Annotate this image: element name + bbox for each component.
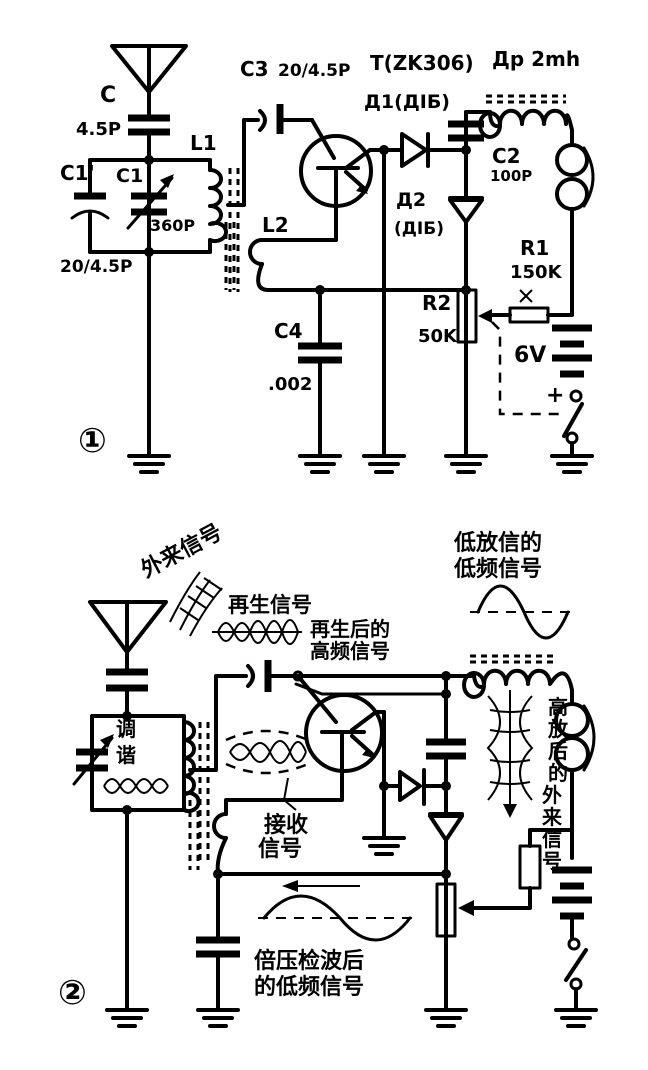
c4-label: C4	[274, 319, 303, 343]
c1-trimmer-label: C1'	[60, 161, 95, 185]
c2-label: C2	[492, 144, 521, 168]
figure-2: 外来信号 调 谐	[58, 519, 598, 1028]
external-signal-label: 外来信号	[137, 519, 227, 583]
choke-label: Др 2mh	[492, 47, 580, 71]
c1-trimmer-value: 20/4.5P	[60, 257, 132, 277]
hf-amp-char-3: 的	[548, 761, 568, 785]
c3-value: 20/4.5P	[278, 61, 350, 81]
capacitor-c4-2	[196, 869, 448, 1012]
hf-amp-char-5: 来	[541, 805, 563, 829]
external-wave-graphic: 外来信号	[137, 519, 227, 637]
hf-amp-char-4: 外	[542, 783, 562, 807]
r2-value: 50K	[418, 326, 458, 347]
c-value: 4.5P	[76, 119, 121, 140]
diode-d1-2	[379, 710, 448, 840]
grounds-2	[105, 1008, 598, 1028]
lf-output-wave	[470, 584, 578, 640]
diode-d2-2	[426, 671, 466, 1012]
tuning-label-2: 谐	[116, 743, 136, 767]
r1-label: R1	[520, 236, 549, 260]
d2-label: Д2	[396, 189, 426, 211]
antenna-2	[88, 600, 168, 718]
lf-amp-label-1: 低放信的	[453, 530, 542, 556]
figure-2-number: ②	[58, 973, 87, 1013]
potentiometer-2	[435, 828, 574, 938]
c4-value: .002	[268, 374, 312, 395]
doubler-wave-graphic	[258, 894, 416, 942]
capacitor-c3-2	[246, 660, 304, 692]
tank-circuit-2	[72, 711, 210, 1012]
hf-amp-vertical-label: 高 放 后 的 外 来 信 号	[541, 695, 569, 873]
capacitor-c3	[258, 104, 314, 134]
doubler-label-2: 的低频信号	[254, 974, 364, 1000]
grounds-1	[127, 454, 594, 474]
r1-value: 150K	[510, 262, 563, 283]
l2-label: L2	[262, 213, 289, 237]
l1-label: L1	[190, 131, 217, 155]
c1-value: 360P	[150, 216, 195, 235]
received-label-1: 接收	[264, 812, 308, 838]
regen-wave-graphic	[212, 619, 302, 645]
hf-amp-char-1: 放	[547, 717, 569, 741]
hf-amp-char-6: 信	[542, 827, 562, 851]
regen-hf-label-2: 高频信号	[310, 639, 390, 663]
battery-1	[552, 324, 592, 458]
battery-2	[552, 866, 592, 1012]
ground-collector-2	[362, 836, 406, 856]
c1-label: C1	[116, 165, 143, 187]
capacitor-c4	[298, 285, 468, 458]
c-label: C	[100, 83, 116, 108]
resistor-r1	[484, 289, 574, 324]
headphones-1	[555, 143, 595, 316]
diode-d1	[379, 132, 468, 458]
regenerated-signal-label: 再生信号	[228, 593, 312, 617]
hf-envelope-graphic	[486, 690, 534, 818]
hf-amp-char-0: 高	[548, 695, 568, 719]
antenna-1	[110, 44, 188, 120]
hf-amp-char-2: 后	[548, 739, 568, 763]
rf-choke-2	[462, 654, 574, 706]
dashed-link-1	[491, 321, 564, 416]
tuning-label-1: 调	[116, 717, 136, 741]
figure-1: C 4.5P C1' 20/4.5P C1 360P	[60, 44, 595, 474]
tank-circuit-1	[70, 155, 240, 292]
figure-1-number: ①	[78, 421, 107, 461]
rail-arrow	[282, 880, 360, 892]
received-label-2: 信号	[258, 836, 302, 862]
transistor-2	[294, 674, 448, 788]
regen-hf-label-1: 再生后的	[310, 617, 390, 641]
coil-l2	[224, 210, 338, 292]
c3-label: C3	[240, 57, 269, 81]
r2-label: R2	[422, 291, 451, 315]
diode-d2	[448, 110, 484, 458]
doubler-label-1: 倍压检波后	[254, 948, 364, 974]
transistor-t	[299, 118, 386, 214]
battery-plus: +	[546, 383, 564, 408]
d1-label: Д1(ДIБ)	[364, 91, 450, 113]
transistor-label: T(ZK306)	[370, 51, 474, 75]
lf-amp-label-2: 低频信号	[453, 556, 542, 582]
d2-type: (ДIБ)	[394, 219, 444, 239]
battery-label: 6V	[514, 343, 546, 368]
potentiometer-r2	[456, 288, 492, 344]
rf-choke	[478, 94, 574, 144]
c2-value: 100P	[490, 167, 532, 185]
headphones-2	[554, 702, 596, 860]
